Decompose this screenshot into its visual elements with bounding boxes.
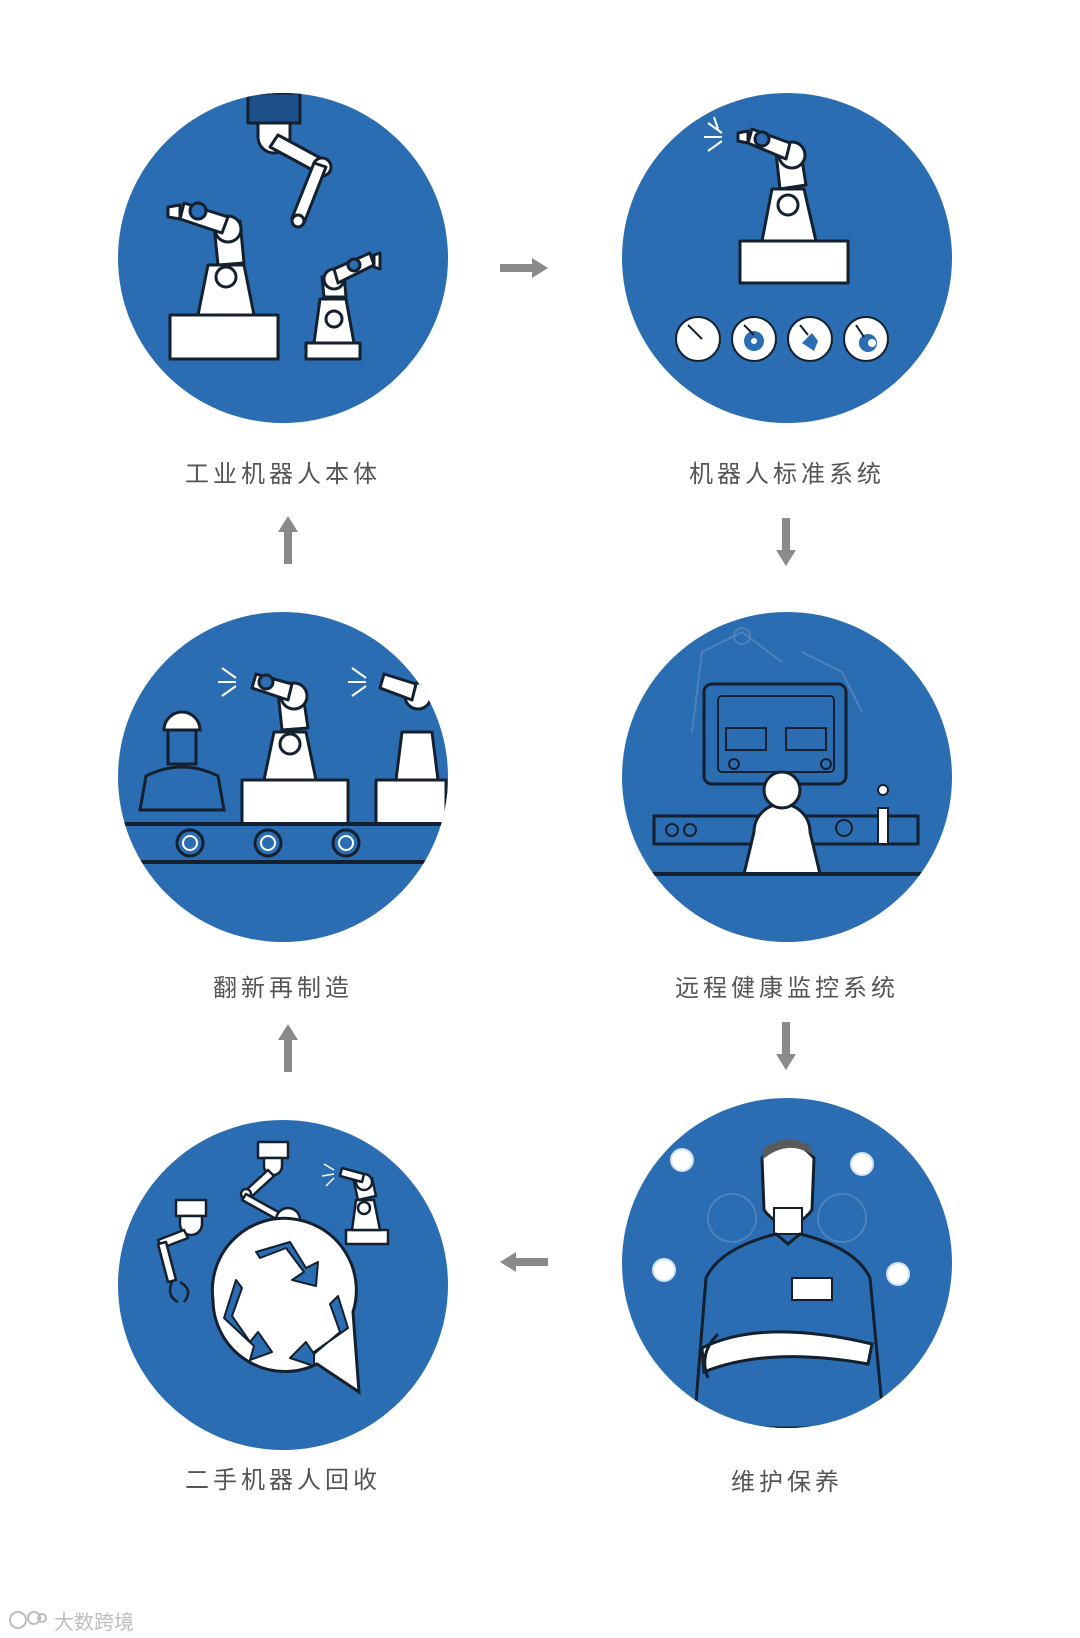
stage-label-remanufacturing: 翻新再制造	[213, 974, 353, 1002]
arrow-up-icon	[278, 516, 298, 564]
recycle-icon	[118, 1120, 448, 1450]
stage-label-robot-body: 工业机器人本体	[185, 460, 381, 488]
robot-tools-icon	[622, 93, 952, 423]
arrow-down-icon	[776, 518, 796, 566]
arrow-left-icon	[500, 1252, 548, 1272]
watermark-logo-icon	[9, 1611, 47, 1629]
watermark: 大数跨境	[8, 1606, 134, 1634]
robot-arms-icon	[118, 93, 448, 423]
arrow-right-icon	[500, 258, 548, 278]
technician-icon	[622, 1098, 952, 1428]
stage-label-maintenance: 维护保养	[731, 1468, 843, 1496]
stage-label-recycling: 二手机器人回收	[185, 1466, 381, 1494]
assembly-line-icon	[118, 612, 448, 942]
watermark-text: 大数跨境	[54, 1609, 134, 1634]
stage-label-standard-system: 机器人标准系统	[689, 460, 885, 488]
arrow-up-icon	[278, 1024, 298, 1072]
stage-label-remote-monitoring: 远程健康监控系统	[675, 974, 899, 1002]
arrow-down-icon	[776, 1022, 796, 1070]
monitor-operator-icon	[622, 612, 952, 942]
